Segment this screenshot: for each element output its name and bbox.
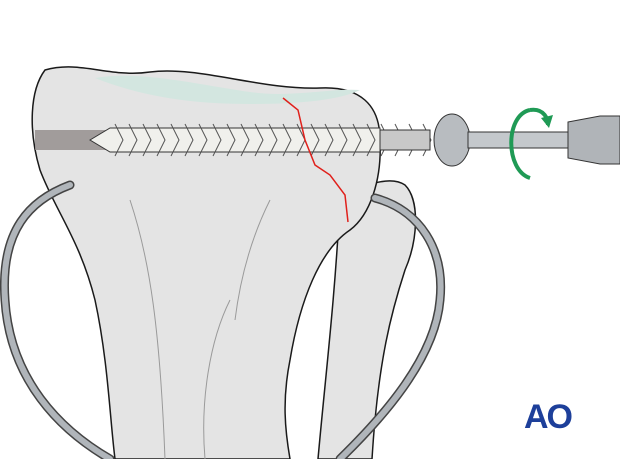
screw-thread <box>254 123 264 157</box>
reduction-clamp <box>0 180 446 459</box>
screw-thread <box>352 123 362 157</box>
fracture-line <box>282 97 349 223</box>
screwdriver <box>467 115 620 165</box>
tibia <box>31 66 381 459</box>
screw-thread <box>156 123 166 157</box>
cartilage <box>95 75 360 104</box>
ao-logo: AO <box>524 398 573 436</box>
screw-thread <box>128 123 138 157</box>
screw-thread <box>268 123 278 157</box>
screw-thread <box>338 123 348 157</box>
screw-thread <box>240 123 250 157</box>
screw-thread <box>324 123 334 157</box>
screw-thread <box>170 123 180 157</box>
clockwise-rotation-arrow-icon <box>509 107 553 180</box>
screw-thread <box>226 123 236 157</box>
screw-thread <box>366 123 376 157</box>
screw-thread <box>212 123 222 157</box>
screw-thread <box>142 123 152 157</box>
screw-thread <box>198 123 208 157</box>
screw-thread <box>310 123 320 157</box>
screw-thread <box>422 123 432 157</box>
bone-contours <box>129 199 271 459</box>
screw-thread <box>282 123 292 157</box>
screw-thread <box>114 123 124 157</box>
fibula <box>317 180 417 459</box>
screw-thread <box>184 123 194 157</box>
